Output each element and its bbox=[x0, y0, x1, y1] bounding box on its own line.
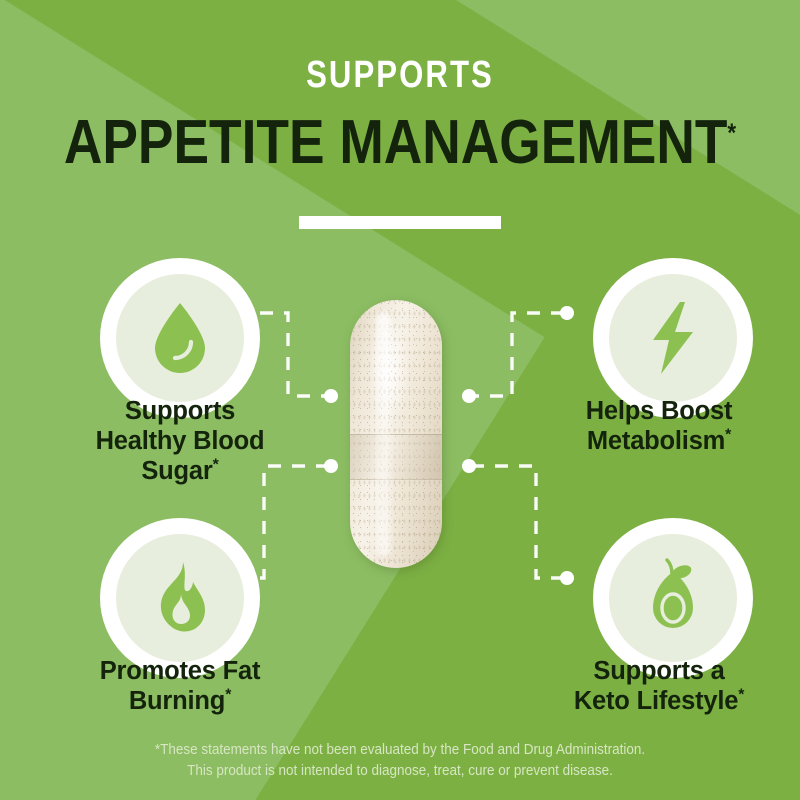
feature-label-fat-burning: Promotes Fat Burning* bbox=[40, 656, 320, 716]
feature-label-line: Promotes Fat bbox=[99, 657, 261, 685]
icon-disc-inner bbox=[116, 274, 244, 402]
page-title-asterisk: * bbox=[727, 117, 737, 148]
disclaimer-line-2: This product is not intended to diagnose… bbox=[187, 762, 613, 779]
feature-label-line: Supports bbox=[124, 397, 236, 425]
icon-disc-inner bbox=[609, 274, 737, 402]
feature-label-asterisk: * bbox=[212, 456, 219, 474]
header-block: SUPPORTS APPETITE MANAGEMENT* bbox=[0, 56, 800, 174]
connector-path-top-right bbox=[474, 311, 564, 398]
droplet-icon bbox=[155, 303, 205, 373]
feature-label-line: Keto Lifestyle bbox=[573, 687, 739, 716]
icon-disc bbox=[593, 518, 753, 678]
avocado-icon bbox=[653, 558, 693, 628]
header-kicker: SUPPORTS bbox=[306, 54, 494, 96]
feature-icon-keto bbox=[593, 518, 753, 678]
feature-label-keto: Supports a Keto Lifestyle* bbox=[518, 656, 800, 716]
connector-dot-top-left-inner bbox=[324, 389, 338, 403]
page-title-text: APPETITE MANAGEMENT bbox=[63, 108, 728, 177]
title-divider-bar bbox=[299, 216, 501, 229]
capsule-body bbox=[350, 300, 442, 568]
capsule-speckle-texture bbox=[350, 300, 442, 568]
feature-label-asterisk: * bbox=[225, 686, 232, 704]
lightning-bolt-icon bbox=[653, 302, 693, 374]
feature-label-asterisk: * bbox=[725, 426, 732, 444]
connector-dot-top-right-inner bbox=[462, 389, 476, 403]
feature-label-metabolism: Helps Boost Metabolism* bbox=[518, 396, 800, 456]
disclaimer-footer: *These statements have not been evaluate… bbox=[28, 740, 772, 782]
feature-label-line: Metabolism bbox=[586, 427, 726, 456]
icon-disc bbox=[100, 258, 260, 418]
flame-icon bbox=[160, 562, 205, 632]
connector-path-bottom-right bbox=[474, 464, 564, 580]
icon-disc-inner bbox=[609, 534, 737, 662]
feature-label-line: Burning bbox=[128, 687, 226, 716]
connector-dot-bottom-right-inner bbox=[462, 459, 476, 473]
feature-label-line: Sugar bbox=[141, 457, 213, 486]
icon-disc-inner bbox=[116, 534, 244, 662]
connector-dot-bottom-left-inner bbox=[324, 459, 338, 473]
feature-label-line: Supports a bbox=[593, 657, 725, 685]
feature-icon-fat-burning bbox=[100, 518, 260, 678]
disclaimer-line-1: *These statements have not been evaluate… bbox=[154, 741, 646, 758]
feature-icon-metabolism bbox=[593, 258, 753, 418]
feature-label-asterisk: * bbox=[738, 686, 745, 704]
feature-label-blood-sugar: Supports Healthy Blood Sugar* bbox=[40, 396, 320, 486]
feature-label-line: Healthy Blood bbox=[95, 427, 265, 456]
icon-disc bbox=[593, 258, 753, 418]
connector-dot-bottom-right-outer bbox=[560, 571, 574, 585]
feature-label-line: Helps Boost bbox=[585, 397, 733, 425]
feature-icon-blood-sugar bbox=[100, 258, 260, 418]
page-title: APPETITE MANAGEMENT* bbox=[56, 112, 744, 174]
connector-dot-top-right-outer bbox=[560, 306, 574, 320]
icon-disc bbox=[100, 518, 260, 678]
capsule-pill-image bbox=[350, 300, 442, 568]
